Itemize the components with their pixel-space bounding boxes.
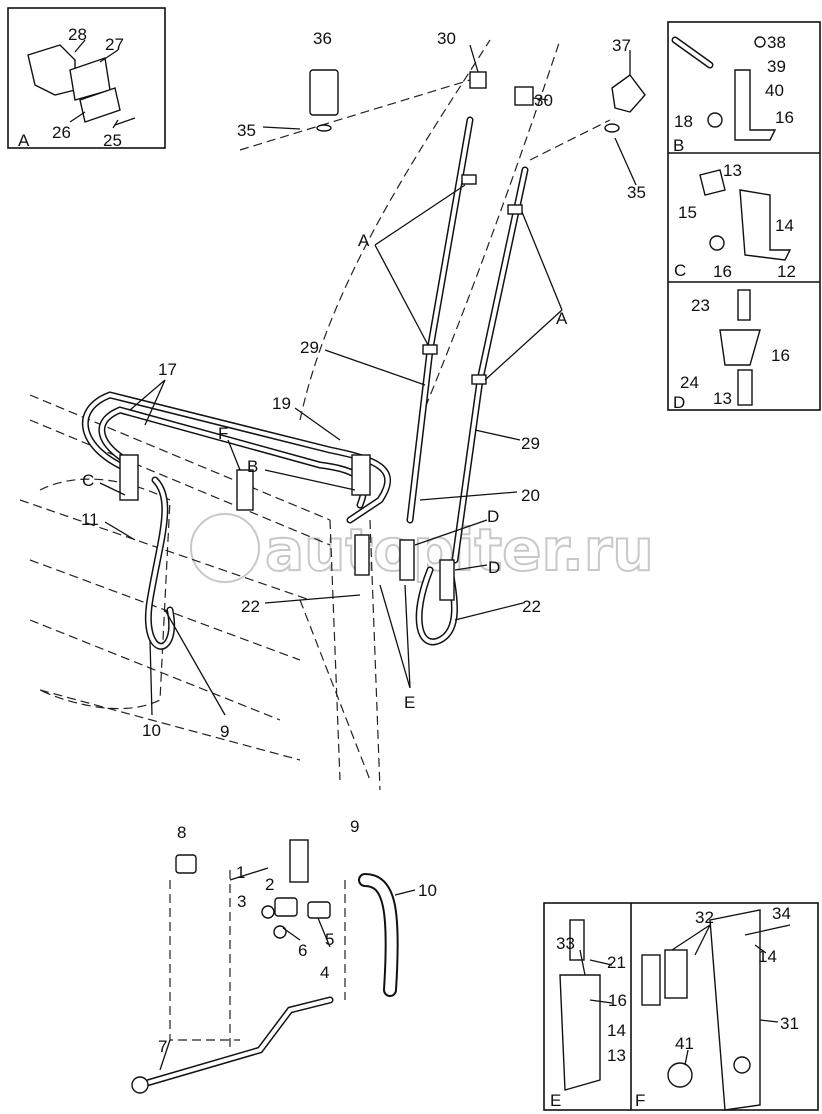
- callout: 16: [771, 346, 790, 365]
- inset-ef-frame: [543, 902, 819, 1111]
- callout: E: [404, 693, 415, 712]
- callout: 37: [612, 36, 631, 55]
- callout: 39: [767, 57, 786, 76]
- callout: 18: [674, 112, 693, 131]
- callout: 13: [723, 161, 742, 180]
- callout: 6: [298, 941, 307, 960]
- fitting-37: [604, 74, 646, 133]
- callout: 29: [521, 434, 540, 453]
- pipe-assembly-17: [81, 391, 392, 650]
- callout: 5: [325, 930, 334, 949]
- callout: 29: [300, 338, 319, 357]
- callout: 14: [607, 1021, 626, 1040]
- fitting-36: [309, 69, 339, 132]
- callout: 21: [607, 953, 626, 972]
- callout: 10: [418, 881, 437, 900]
- callout: 31: [780, 1014, 799, 1033]
- callout: 28: [68, 25, 87, 44]
- callout: 4: [320, 963, 329, 982]
- callout: A: [556, 309, 568, 328]
- inset-ef-parts: [559, 909, 791, 1111]
- callout: D: [673, 393, 685, 412]
- callout: 8: [177, 823, 186, 842]
- callout: 27: [105, 35, 124, 54]
- callout: 23: [691, 296, 710, 315]
- callout: 16: [775, 108, 794, 127]
- callout: 3: [237, 892, 246, 911]
- callout: 11: [81, 510, 99, 529]
- callout: 1: [236, 863, 245, 882]
- inset-bcd-frame: [667, 21, 821, 411]
- callout: 34: [772, 904, 791, 923]
- callout: 2: [265, 875, 274, 894]
- callout: E: [550, 1091, 561, 1110]
- callout-labels: 28 27 26 25 A 36 30 30 37 35 35 38 39 40…: [18, 25, 799, 1110]
- callout: 13: [713, 389, 732, 408]
- callout: 32: [695, 908, 714, 927]
- watermark: autopiter.ru: [190, 513, 655, 585]
- callout: 15: [678, 203, 697, 222]
- callout: 20: [521, 486, 540, 505]
- pipe-29: [406, 116, 529, 564]
- callout: 22: [522, 597, 541, 616]
- callout: F: [218, 424, 228, 443]
- gaskets-30: [469, 71, 534, 106]
- callout: 35: [237, 121, 256, 140]
- callout: 30: [437, 29, 456, 48]
- callout: D: [487, 507, 499, 526]
- callout: 38: [767, 33, 786, 52]
- callout: 14: [758, 947, 777, 966]
- callout: 16: [608, 991, 627, 1010]
- callout: 19: [272, 394, 291, 413]
- callout: 7: [158, 1037, 167, 1056]
- callout: 25: [103, 131, 122, 150]
- callout: A: [18, 131, 30, 150]
- callout: 36: [313, 29, 332, 48]
- callout: C: [82, 471, 94, 490]
- callout: 33: [556, 934, 575, 953]
- callout: F: [635, 1091, 645, 1110]
- clamps: [119, 174, 523, 601]
- leader-lines: [69, 39, 779, 1071]
- bottom-fittings: [131, 839, 399, 1094]
- inset-bcd-parts: [671, 36, 792, 406]
- callout: 17: [158, 360, 177, 379]
- callout: 26: [52, 123, 71, 142]
- callout: 10: [142, 721, 161, 740]
- callout: 41: [675, 1034, 694, 1053]
- callout: C: [674, 261, 686, 280]
- callout: B: [673, 136, 684, 155]
- callout: 9: [220, 722, 229, 741]
- callout: D: [488, 558, 500, 577]
- callout: 40: [765, 81, 784, 100]
- callout: 24: [680, 373, 699, 392]
- callout: 14: [775, 216, 794, 235]
- callout: 13: [607, 1046, 626, 1065]
- callout: 22: [241, 597, 260, 616]
- callout: 9: [350, 817, 359, 836]
- inset-a-parts: [27, 44, 136, 126]
- callout: 35: [627, 183, 646, 202]
- callout: A: [358, 231, 370, 250]
- inset-a-frame: [7, 7, 166, 149]
- callout: 12: [777, 262, 796, 281]
- callout: B: [247, 457, 258, 476]
- callout: 30: [534, 91, 553, 110]
- callout: 16: [713, 262, 732, 281]
